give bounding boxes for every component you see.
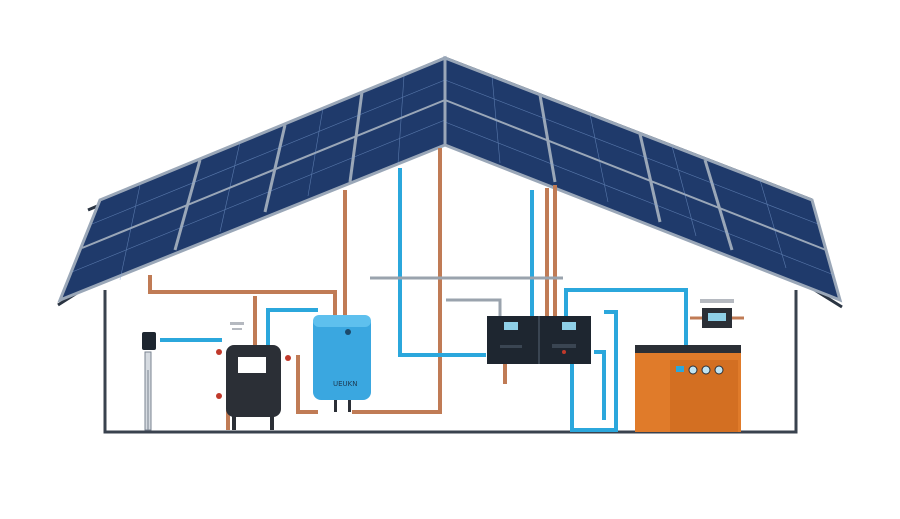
display-icon — [562, 322, 576, 330]
valve-markers — [230, 322, 244, 330]
display-icon — [504, 322, 518, 330]
conduit — [370, 276, 563, 316]
solar-array-right — [443, 55, 843, 303]
boiler-label: UEUKN — [333, 380, 358, 388]
battery-cabinet — [635, 345, 741, 432]
boiler: UEUKN — [313, 315, 371, 412]
solar-array-left — [57, 55, 447, 303]
storage-tank — [216, 345, 291, 430]
inverter-unit — [487, 316, 591, 364]
copper-pipes — [148, 148, 557, 430]
meter-icon — [690, 299, 744, 328]
thermostat-icon — [142, 332, 156, 431]
water-pipes — [160, 168, 688, 432]
